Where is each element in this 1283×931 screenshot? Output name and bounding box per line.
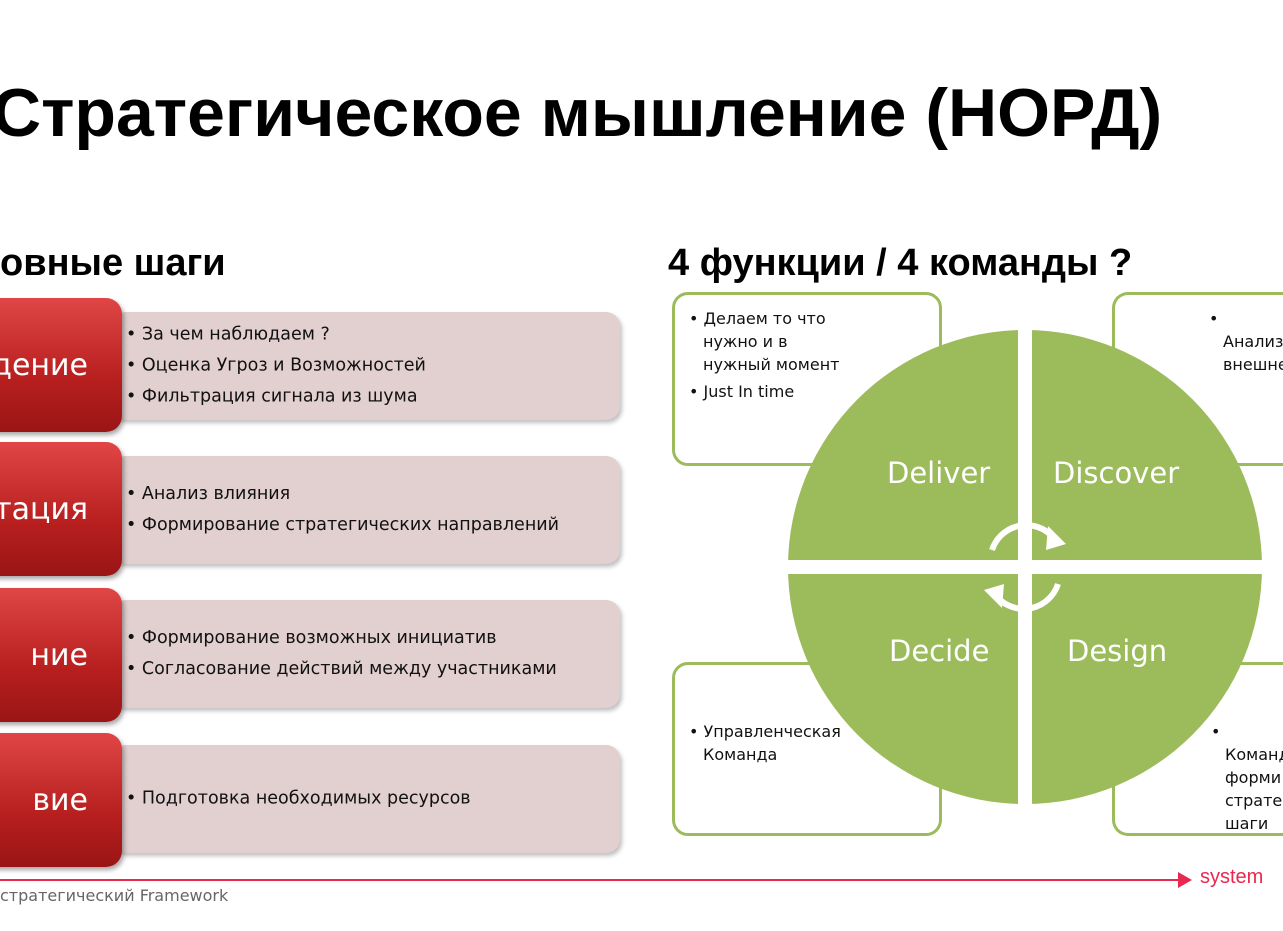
bullet: Формирование возможных инициатив — [126, 623, 557, 654]
circular-arrows-icon — [989, 522, 1061, 612]
bullet: Анализ внешне — [1209, 307, 1283, 376]
brand-logo: system — [1200, 866, 1264, 888]
quadrant-label-design: Design — [1067, 634, 1168, 668]
bullet: Оценка Угроз и Возможностей — [126, 351, 426, 382]
step-label-2: тация — [0, 442, 122, 576]
slide-title: Стратегическое мышление (НОРД) — [0, 75, 1163, 151]
bullet: Согласование действий между участниками — [126, 654, 557, 685]
quadrant-label-discover: Discover — [1053, 456, 1180, 490]
step-bullets-4: Подготовка необходимых ресурсов — [112, 745, 620, 853]
quadrant-circle — [788, 330, 1262, 804]
bullet: Команд форми стратег шаги — [1211, 720, 1283, 835]
step-bullets-3: Формирование возможных инициатив Согласо… — [112, 600, 620, 708]
quadrant-discover — [1032, 330, 1262, 560]
right-heading: 4 функции / 4 команды ? — [668, 242, 1133, 284]
bullet: Анализ влияния — [126, 479, 559, 510]
quadrant-label-decide: Decide — [889, 634, 990, 668]
step-label-1: дение — [0, 298, 122, 432]
quadrant-decide — [788, 574, 1018, 804]
arrow-right-icon — [1178, 872, 1192, 888]
bullet: Формирование стратегических направлений — [126, 510, 559, 541]
quadrant-label-deliver: Deliver — [887, 456, 991, 490]
bullet: Делаем то что нужно и в нужный момент — [689, 307, 859, 376]
step-bullets-2: Анализ влияния Формирование стратегическ… — [112, 456, 620, 564]
bullet: Управленческая Команда — [689, 720, 849, 766]
footer-divider — [0, 879, 1180, 881]
quadrant-deliver — [788, 330, 1018, 560]
left-heading: овные шаги — [0, 242, 226, 284]
quadrant-design — [1032, 574, 1262, 804]
footer-text: стратегический Framework — [0, 886, 229, 905]
step-bullets-1: За чем наблюдаем ? Оценка Угроз и Возмож… — [112, 312, 620, 420]
bullet: Подготовка необходимых ресурсов — [126, 784, 471, 815]
step-label-3: ние — [0, 588, 122, 722]
bullet: За чем наблюдаем ? — [126, 320, 426, 351]
bullet: Фильтрация сигнала из шума — [126, 382, 426, 413]
step-label-4: вие — [0, 733, 122, 867]
bullet: Just In time — [689, 380, 859, 403]
